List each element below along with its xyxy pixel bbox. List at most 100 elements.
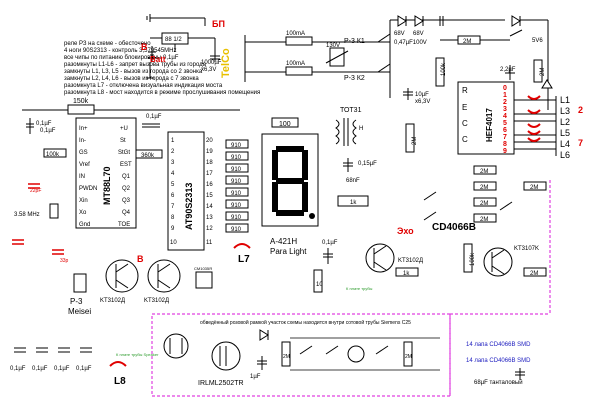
mt-pin-q2: Q2 — [122, 186, 131, 192]
r-10-label: 10 — [316, 282, 323, 288]
l-jumpers: L1 2 L3 L2 L5 7 L4 L6 — [541, 79, 583, 160]
r-2m-c-label: 2M — [480, 201, 488, 207]
mt-pin-q4: Q4 — [122, 210, 131, 216]
bottom-caps: 0,1µF 0,1µF 0,1µF 0,1µF — [10, 347, 92, 372]
at90s2313-body — [167, 131, 205, 251]
mt-pin-u: +U — [120, 126, 128, 132]
relay-p3 — [73, 273, 87, 293]
transformer-tot31: ТОТ31 H — [335, 107, 363, 146]
cap-22uf-label: 2,2µF — [500, 67, 516, 73]
r910-8 — [225, 223, 249, 233]
hef-out-8: 8 — [503, 141, 507, 148]
r-2m-top-label: 2M — [463, 39, 471, 45]
r910-7-label: 910 — [231, 215, 242, 221]
at-pin-9: 9 — [171, 226, 175, 232]
r-2m-a-label: 2M — [480, 169, 488, 175]
r-100k-a-label: 100k — [441, 62, 447, 76]
note-line-1: реле РЗ на схеме - обесточено — [64, 41, 151, 47]
zener-68v-label-a: 68V — [394, 31, 405, 37]
r-2m-b-label: 2M — [480, 185, 488, 191]
r910-3-label: 910 — [231, 167, 242, 173]
hef4017-chip: HEF4017 R E C C 0 1 2 3 4 5 6 7 8 9 — [457, 81, 556, 155]
resistor-10 — [313, 269, 323, 293]
resistor-2m-f — [405, 123, 415, 153]
mt-pin-q3: Q3 — [122, 198, 131, 204]
mt-pin-est: EST — [120, 162, 132, 168]
resistor-100k-b — [43, 148, 67, 158]
fuse-label-a: 100mA — [286, 31, 305, 37]
r-2m-i-label: 2M — [405, 354, 412, 360]
r910-6-label: 910 — [231, 203, 242, 209]
resistor-100k-c — [463, 243, 473, 273]
cap-10uf-voltage: x6,3V — [415, 99, 430, 105]
hef-out-1: 1 — [503, 92, 507, 99]
p3-label: Р-3 — [70, 297, 83, 306]
mt-pin-gnd: Gnd — [79, 222, 90, 228]
mt-pin-st: St — [120, 138, 126, 144]
crystal — [49, 203, 59, 219]
num-2-upper: 2 — [578, 105, 583, 115]
r910-1-label: 910 — [231, 143, 242, 149]
handset-note: обведённый розовой рамкой участок схемы … — [200, 319, 411, 326]
l7-label: L7 — [238, 254, 250, 265]
kt3102-b-label: KT3102Д — [144, 298, 169, 304]
diode-top-right — [511, 15, 521, 27]
cap-01-c-label: 0,1µF — [322, 240, 338, 246]
hef4017-body — [457, 81, 515, 155]
line-relay-section: 100mA 100mA 130V Р-3 К1 Р-3 К2 — [244, 19, 460, 98]
display-model: A-421H — [270, 237, 297, 246]
speaker-icon — [347, 345, 365, 363]
l6-label: L6 — [560, 150, 570, 160]
r-150k-label: 150k — [73, 98, 89, 105]
at-pin-14: 14 — [206, 204, 213, 210]
r-2m-g-label: 2M — [530, 271, 538, 277]
hef-out-5: 5 — [503, 120, 507, 127]
note-line-4: разомкнуты L1-L6 - запрет вызова трубы и… — [64, 62, 207, 68]
resistor-2m-g — [523, 267, 547, 277]
cm1035-label: CM1035Я — [194, 266, 212, 271]
r-2m-f-label: 2M — [412, 137, 418, 145]
at-pin-18: 18 — [206, 160, 213, 166]
cd4066-smd-label-2: 14 лапа CD4066B SMD — [466, 358, 531, 364]
resistor-2m-c — [473, 197, 497, 207]
resistor-2m-d — [473, 213, 497, 223]
at-pin-15: 15 — [206, 193, 213, 199]
relay-k2-label: Р-3 К2 — [344, 75, 365, 82]
mt-pin-toe: TOE — [118, 222, 130, 228]
r910-7 — [225, 211, 249, 221]
resistor-1k — [337, 195, 369, 207]
cd4066b-main: CD4066B Эхо — [397, 191, 513, 236]
cap-01-d-label: 0,1µF — [40, 128, 56, 134]
resistor-2m-h — [281, 341, 291, 367]
buzzer — [195, 271, 213, 289]
mt-pin-q1: Q1 — [122, 174, 131, 180]
at-pin-17: 17 — [206, 171, 213, 177]
mt-pin-stgt: StGt — [118, 150, 130, 156]
hef-out-7: 7 — [503, 134, 507, 141]
l3-label: L3 — [560, 106, 570, 116]
fuse-label-b: 100mA — [286, 61, 305, 67]
cap-33p-label: 33p — [60, 258, 69, 264]
relay-k1-label: Р-3 К1 — [344, 38, 365, 45]
mt-pin-xin: Xin — [79, 198, 88, 204]
echo-label: Эхо — [397, 226, 414, 236]
hef-out-9: 9 — [503, 148, 507, 155]
cap-1000-label: 1000µF — [201, 60, 222, 66]
r-1k-label: 1k — [350, 200, 357, 206]
transistor-kt3102-c: KT3102Д — [365, 243, 423, 273]
cap-01-g-label: 0,1µF — [54, 366, 70, 372]
at-pin-12: 12 — [206, 226, 213, 232]
l2-label: L2 — [560, 117, 570, 127]
cap-68nf-label: 68nF — [346, 178, 360, 184]
at-pin-16: 16 — [206, 182, 213, 188]
b-label-top: B — [141, 42, 148, 52]
cap-1000-voltage: x6,3V — [201, 67, 216, 73]
meisei-label: Meisei — [68, 307, 91, 316]
at-pin-6: 6 — [171, 193, 175, 199]
at-pin-19: 19 — [206, 149, 213, 155]
note-line-7: разомкнута L7 - отключена визуальная инд… — [64, 83, 223, 89]
handset-diode — [259, 329, 269, 341]
crystal-label: 3.58 MHz — [14, 212, 40, 218]
at-pin-1: 1 — [171, 138, 175, 144]
